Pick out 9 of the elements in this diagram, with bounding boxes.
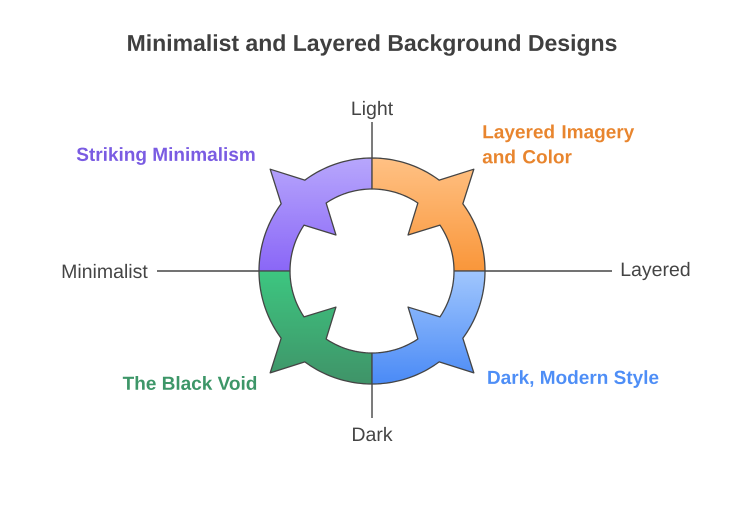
axis-label: Layered (622, 262, 690, 280)
axis-label: Minimalist (62, 264, 148, 278)
axis-label: Dark (353, 426, 393, 442)
quadrant-label: Layered Imagery and Color (482, 124, 634, 164)
quadrant-label: Dark, Modern Style (488, 370, 658, 388)
quadrant-label: The Black Void (122, 376, 256, 390)
title: Minimalist and Layered Background Designs (128, 34, 616, 56)
axis-label: Light (352, 100, 393, 120)
quadrant-label: Striking Minimalism (76, 147, 255, 165)
